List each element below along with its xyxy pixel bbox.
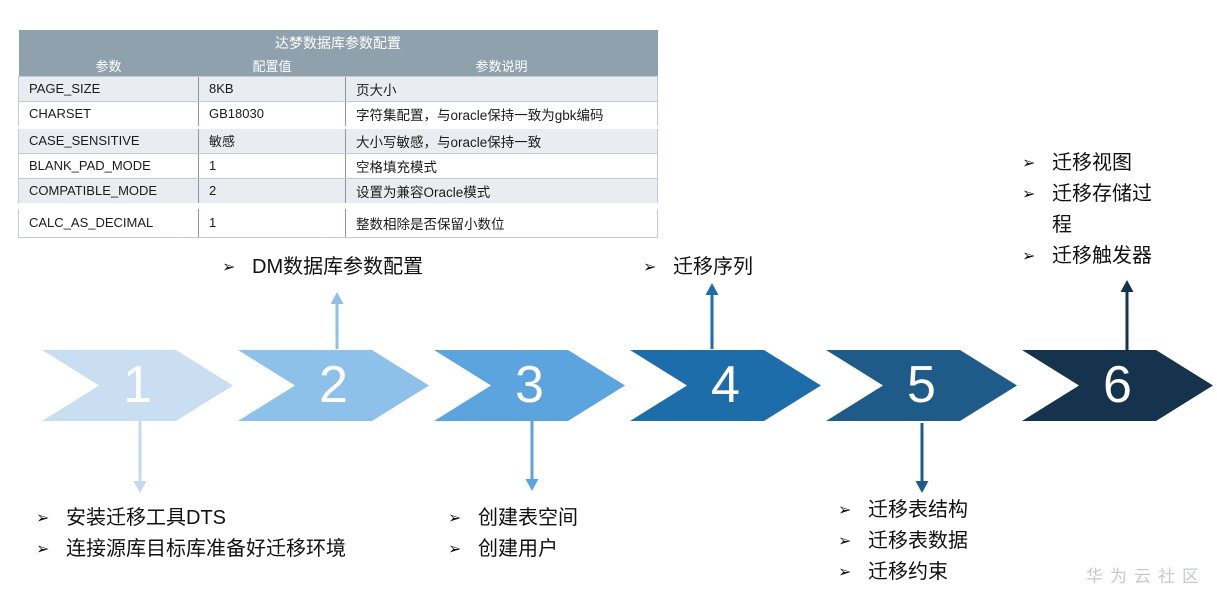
note-item: ➢ 迁移触发器: [1022, 241, 1168, 272]
note-step5: ➢ 迁移表结构 ➢ 迁移表数据 ➢ 迁移约束: [838, 495, 968, 588]
step-chevron-1: 1: [42, 350, 233, 421]
step-number: 5: [907, 356, 936, 414]
table-title: 达梦数据库参数配置: [18, 30, 658, 56]
param-value: 1: [198, 152, 346, 179]
note-text: 创建用户: [478, 538, 558, 560]
note-text: DM数据库参数配置: [252, 256, 424, 278]
param-desc: 大小写敏感，与oracle保持一致: [345, 125, 658, 154]
param-name: CHARSET: [18, 100, 199, 128]
arrow-up-step6-icon: [1120, 280, 1134, 354]
step-number: 4: [711, 356, 740, 414]
param-desc: 设置为兼容Oracle模式: [345, 177, 658, 206]
table-row: COMPATIBLE_MODE 2 设置为兼容Oracle模式: [18, 177, 658, 206]
step-chevron-2: 2: [238, 350, 429, 421]
arrow-bullet-icon: ➢: [838, 564, 852, 581]
note-text: 迁移触发器: [1052, 245, 1152, 267]
table-row: CALC_AS_DECIMAL 1 整数相除是否保留小数位: [18, 202, 658, 238]
arrow-bullet-icon: ➢: [1022, 248, 1036, 265]
arrow-down-step5-icon: [915, 423, 929, 493]
note-item: ➢ 迁移约束: [838, 557, 968, 588]
param-value: 1: [198, 202, 346, 238]
note-item: ➢ 连接源库目标库准备好迁移环境: [36, 534, 346, 565]
param-desc: 整数相除是否保留小数位: [345, 202, 658, 238]
step-number: 6: [1103, 356, 1132, 414]
param-value: 2: [198, 177, 346, 206]
note-item: ➢ 迁移表结构: [838, 495, 968, 526]
col-header-value: 配置值: [198, 56, 346, 76]
arrow-bullet-icon: ➢: [448, 510, 462, 527]
table-row: CASE_SENSITIVE 敏感 大小写敏感，与oracle保持一致: [18, 125, 658, 154]
step-number: 3: [515, 356, 544, 414]
arrow-bullet-icon: ➢: [838, 533, 852, 550]
note-text: 安装迁移工具DTS: [66, 507, 226, 529]
param-table: 达梦数据库参数配置 参数 配置值 参数说明 PAGE_SIZE 8KB 页大小 …: [18, 30, 658, 238]
note-item: ➢ 迁移序列: [643, 252, 753, 283]
step-chevron-6: 6: [1022, 350, 1213, 421]
param-name: CASE_SENSITIVE: [18, 125, 199, 154]
arrow-bullet-icon: ➢: [1022, 186, 1036, 203]
param-value: 8KB: [198, 75, 346, 102]
note-step6: ➢ 迁移视图 ➢ 迁移存储过程 ➢ 迁移触发器: [1022, 148, 1168, 272]
note-item: ➢ DM数据库参数配置: [222, 252, 423, 283]
table-header-row: 参数 配置值 参数说明: [18, 56, 658, 76]
param-name: COMPATIBLE_MODE: [18, 177, 199, 206]
param-value: GB18030: [198, 100, 346, 128]
note-step4: ➢ 迁移序列: [643, 252, 753, 283]
param-name: PAGE_SIZE: [18, 75, 199, 102]
note-item: ➢ 迁移表数据: [838, 526, 968, 557]
arrow-bullet-icon: ➢: [448, 541, 462, 558]
note-item: ➢ 创建表空间: [448, 503, 578, 534]
note-text: 连接源库目标库准备好迁移环境: [66, 538, 346, 560]
note-text: 迁移表结构: [868, 499, 968, 521]
param-desc: 空格填充模式: [345, 152, 658, 179]
note-item: ➢ 创建用户: [448, 534, 578, 565]
arrow-bullet-icon: ➢: [36, 541, 50, 558]
step-chevron-3: 3: [434, 350, 625, 421]
arrow-down-step1-icon: [133, 421, 147, 493]
note-step1: ➢ 安装迁移工具DTS ➢ 连接源库目标库准备好迁移环境: [36, 503, 346, 565]
arrow-up-step2-icon: [330, 292, 344, 349]
param-desc: 字符集配置，与oracle保持一致为gbk编码: [345, 100, 658, 128]
note-text: 迁移约束: [868, 561, 948, 583]
table-row: BLANK_PAD_MODE 1 空格填充模式: [18, 152, 658, 179]
param-name: BLANK_PAD_MODE: [18, 152, 199, 179]
arrow-up-step4-icon: [705, 283, 719, 349]
note-item: ➢ 迁移视图: [1022, 148, 1168, 179]
table-row: CHARSET GB18030 字符集配置，与oracle保持一致为gbk编码: [18, 100, 658, 128]
param-name: CALC_AS_DECIMAL: [18, 202, 199, 238]
arrow-down-step3-icon: [525, 421, 539, 491]
step-chevron-4: 4: [630, 350, 821, 421]
note-item: ➢ 迁移存储过程: [1022, 179, 1168, 241]
arrow-bullet-icon: ➢: [222, 259, 236, 276]
col-header-param: 参数: [18, 56, 199, 76]
table-row: PAGE_SIZE 8KB 页大小: [18, 75, 658, 102]
note-text: 迁移表数据: [868, 530, 968, 552]
col-header-desc: 参数说明: [345, 56, 658, 76]
table-title-row: 达梦数据库参数配置: [18, 30, 658, 56]
step-number: 2: [319, 356, 348, 414]
arrow-bullet-icon: ➢: [643, 259, 657, 276]
param-desc: 页大小: [345, 75, 658, 102]
huawei-cloud-community-watermark: 华为云社区: [1086, 567, 1206, 586]
arrow-bullet-icon: ➢: [838, 502, 852, 519]
note-text: 迁移序列: [673, 256, 753, 278]
arrow-bullet-icon: ➢: [1022, 155, 1036, 172]
step-chevron-5: 5: [826, 350, 1017, 421]
note-item: ➢ 安装迁移工具DTS: [36, 503, 346, 534]
step-number: 1: [123, 356, 152, 414]
note-step2: ➢ DM数据库参数配置: [222, 252, 423, 283]
arrow-bullet-icon: ➢: [36, 510, 50, 527]
note-step3: ➢ 创建表空间 ➢ 创建用户: [448, 503, 578, 565]
note-text: 迁移视图: [1052, 152, 1132, 174]
note-text: 迁移存储过程: [1052, 183, 1152, 236]
note-text: 创建表空间: [478, 507, 578, 529]
param-value: 敏感: [198, 125, 346, 154]
